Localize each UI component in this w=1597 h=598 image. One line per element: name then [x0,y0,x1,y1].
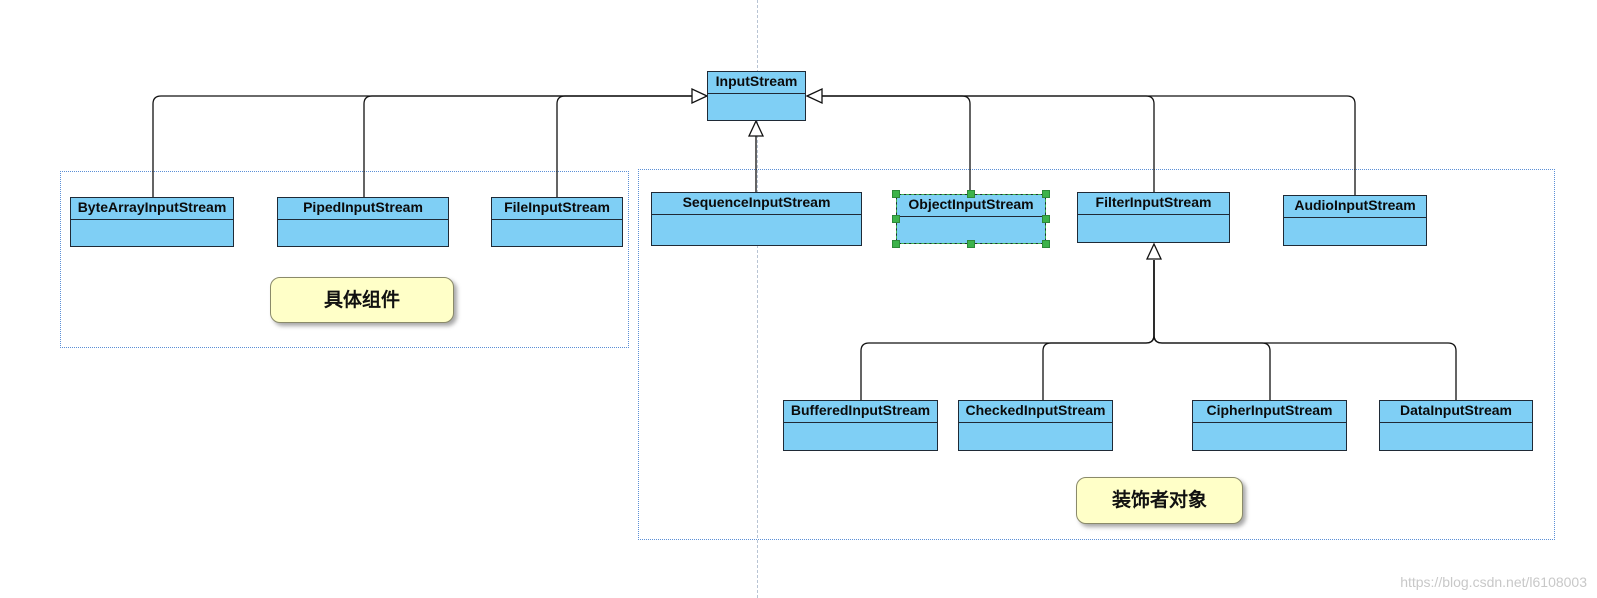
arrowhead-filter [1145,242,1163,260]
class-file-input-stream[interactable]: FileInputStream [491,197,623,247]
connector-piped [363,95,693,197]
selection-frame [896,194,1046,244]
selection-handle[interactable] [892,215,900,223]
selection-handle[interactable] [1042,215,1050,223]
class-name: ByteArrayInputStream [71,198,233,220]
connector-byte-array [152,95,693,197]
class-piped-input-stream[interactable]: PipedInputStream [277,197,449,247]
class-name: AudioInputStream [1284,196,1426,218]
class-sequence-input-stream[interactable]: SequenceInputStream [651,192,862,246]
class-name: CipherInputStream [1193,401,1346,423]
concrete-components-group[interactable] [60,171,629,348]
class-object-input-stream[interactable]: ObjectInputStream [896,194,1046,244]
selection-handle[interactable] [892,190,900,198]
connector-audio [822,95,1356,195]
class-name: PipedInputStream [278,198,448,220]
class-data-input-stream[interactable]: DataInputStream [1379,400,1533,451]
note-concrete-components[interactable]: 具体组件 [270,277,454,323]
note-decorator-objects[interactable]: 装饰者对象 [1076,477,1243,524]
class-audio-input-stream[interactable]: AudioInputStream [1283,195,1427,246]
arrowhead-bottom [747,119,765,137]
watermark: https://blog.csdn.net/l6108003 [1400,574,1587,590]
decorator-objects-group[interactable] [638,169,1555,540]
arrowhead-left [691,87,709,105]
connector-cipher [1153,260,1271,400]
class-name: FileInputStream [492,198,622,220]
connector-data [1153,260,1457,400]
connector-filter [822,95,1155,192]
selection-handle[interactable] [967,190,975,198]
class-name: InputStream [708,72,805,94]
class-cipher-input-stream[interactable]: CipherInputStream [1192,400,1347,451]
arrowhead-right [805,87,823,105]
connector-checked [1042,260,1155,400]
class-buffered-input-stream[interactable]: BufferedInputStream [783,400,938,451]
class-name: FilterInputStream [1078,193,1229,215]
connector-buffered [860,260,1155,400]
selection-handle[interactable] [967,240,975,248]
class-name: ObjectInputStream [897,195,1045,217]
class-name: SequenceInputStream [652,193,861,215]
center-guide-line [757,0,758,598]
connector-file [556,95,693,197]
connector-object [822,95,971,194]
class-byte-array-input-stream[interactable]: ByteArrayInputStream [70,197,234,247]
selection-handle[interactable] [1042,240,1050,248]
class-name: CheckedInputStream [959,401,1112,423]
selection-handle[interactable] [1042,190,1050,198]
selection-handle[interactable] [892,240,900,248]
class-name: DataInputStream [1380,401,1532,423]
class-filter-input-stream[interactable]: FilterInputStream [1077,192,1230,243]
class-name: BufferedInputStream [784,401,937,423]
class-checked-input-stream[interactable]: CheckedInputStream [958,400,1113,451]
class-input-stream[interactable]: InputStream [707,71,806,121]
